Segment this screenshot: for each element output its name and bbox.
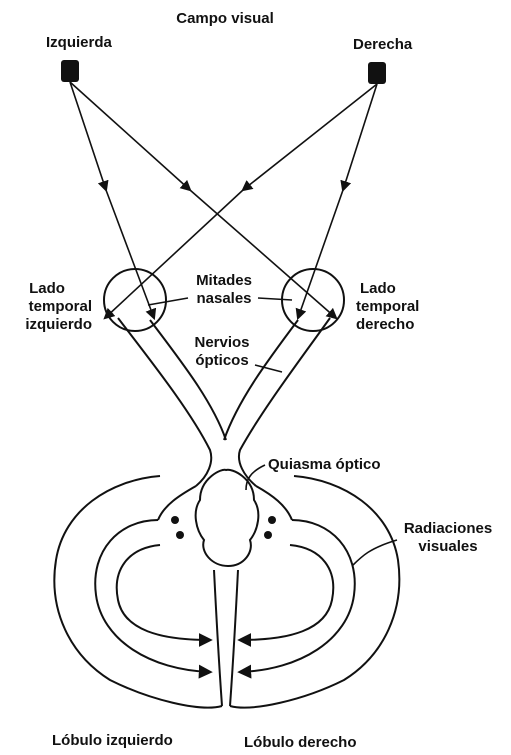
optic-tracts [158, 486, 292, 539]
label-nervios-opticos: Nervios ópticos [186, 334, 258, 370]
chiasm-body [196, 470, 259, 566]
right-field-square [368, 62, 386, 84]
label-derecha: Derecha [353, 36, 412, 54]
label-izquierda: Izquierda [46, 34, 112, 52]
right-lobe-outline [230, 476, 399, 708]
visual-radiations [95, 520, 355, 672]
label-mitades-nasales: Mitades nasales [188, 272, 260, 308]
label-quiasma-optico: Quiasma óptico [268, 456, 381, 474]
left-field-square [61, 60, 79, 82]
title-campo-visual: Campo visual [170, 10, 280, 28]
label-lado-temporal-derecho: Lado temporal derecho [356, 280, 446, 334]
label-lado-temporal-izquierdo: Lado temporal izquierdo [2, 280, 92, 334]
left-eye [104, 269, 166, 331]
label-lobulo-izquierdo: Lóbulo izquierdo [52, 732, 173, 750]
label-radiaciones-visuales: Radiaciones visuales [398, 520, 498, 556]
label-lobulo-derecho: Lóbulo derecho [244, 734, 357, 752]
